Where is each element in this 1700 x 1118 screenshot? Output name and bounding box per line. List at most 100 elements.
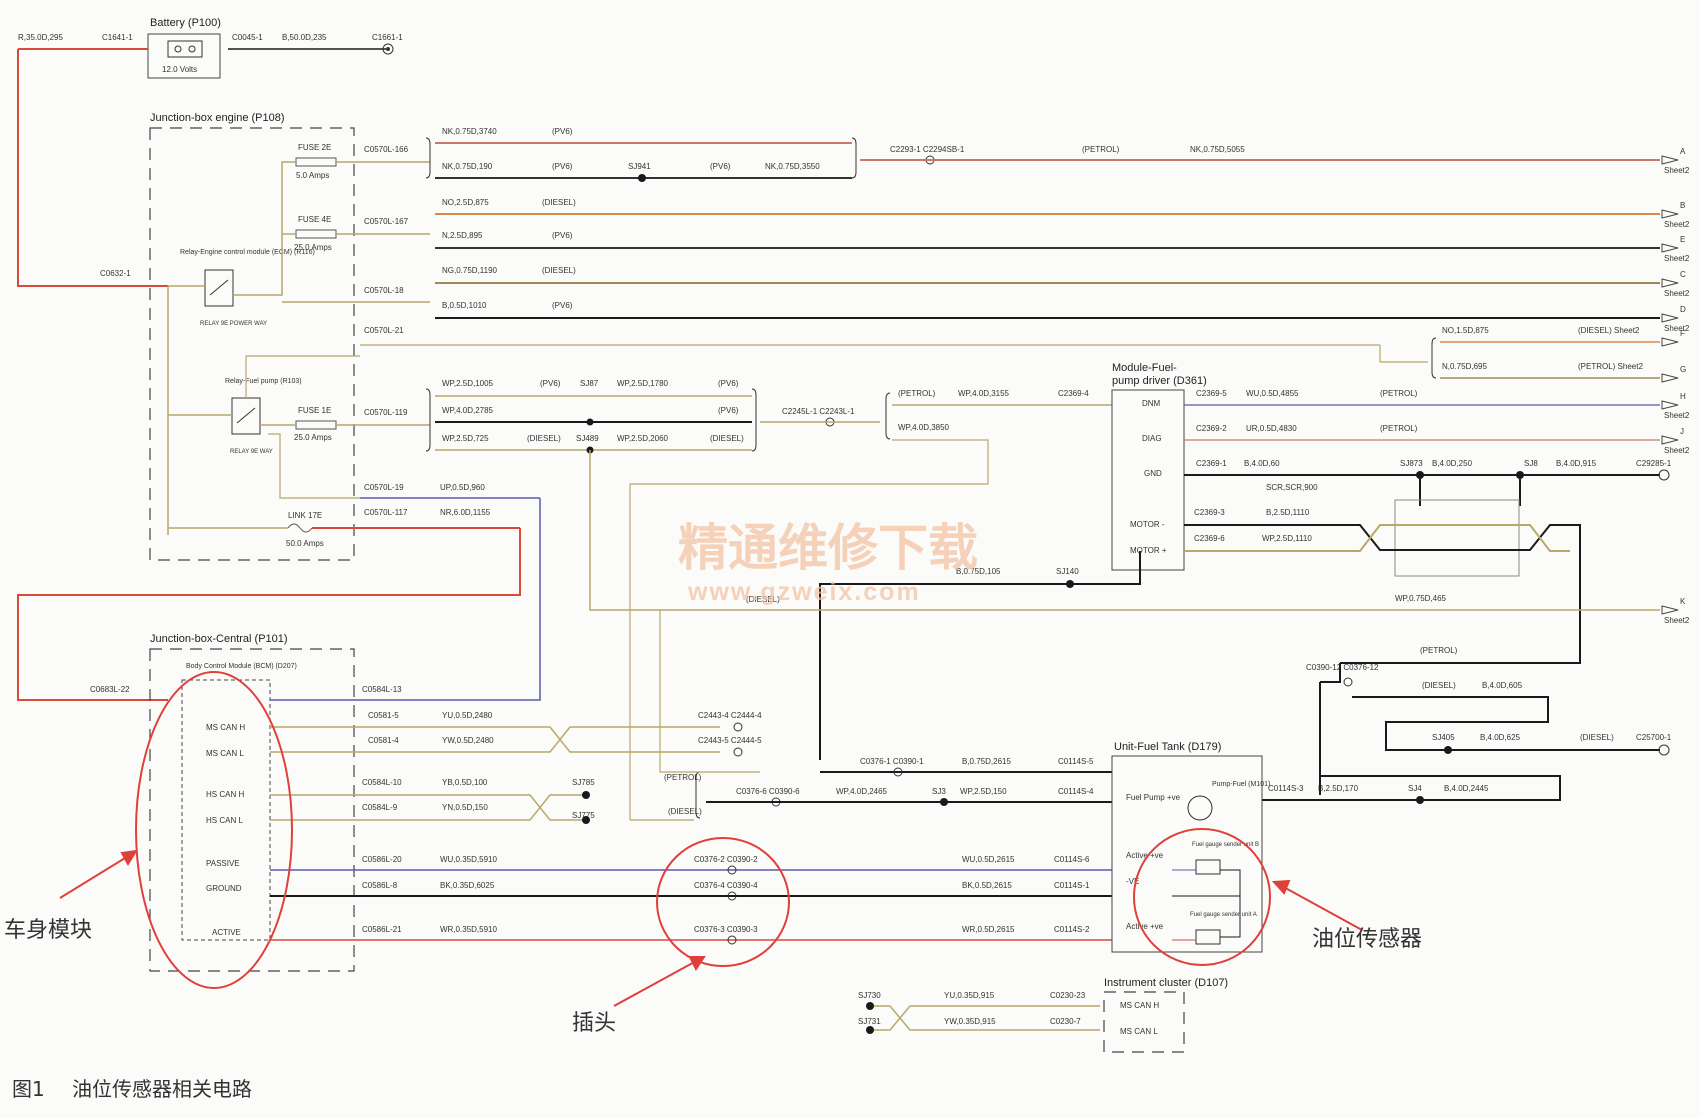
fp-driver-title2: pump driver (D361) <box>1112 375 1207 387</box>
splice-sj489: SJ489 <box>576 434 599 443</box>
tag-petrol: (PETROL) <box>1420 646 1458 655</box>
conn-c2369-4: C2369-4 <box>1058 389 1089 398</box>
pin-diag: DIAG <box>1142 434 1162 443</box>
sheet-label: Sheet2 <box>1664 289 1690 298</box>
highlight-bcm-ellipse <box>135 671 293 989</box>
wire-wp-725: WP,2.5D,725 <box>442 434 489 443</box>
wire-ur-4830: UR,0.5D,4830 <box>1246 424 1297 433</box>
figure-caption: 油位传感器相关电路 <box>72 1077 252 1101</box>
pin-motor-pos: MOTOR + <box>1130 546 1167 555</box>
conn-c0586l-20: C0586L-20 <box>362 855 402 864</box>
wire-wu-5910: WU,0.35D,5910 <box>440 855 497 864</box>
conn-c2369-1: C2369-1 <box>1196 459 1227 468</box>
conn-c2369-5: C2369-5 <box>1196 389 1227 398</box>
highlight-plug-ellipse <box>656 837 790 967</box>
conn-c2443-5: C2443-5 C2444-5 <box>698 736 762 745</box>
central-wires: C0584L-13 C0581-5 YU,0.5D,2480 C2443-4 C… <box>270 685 1112 945</box>
wire-n-695: N,0.75D,695 <box>1442 362 1487 371</box>
battery-wire-left: R,35.0D,295 <box>18 33 63 42</box>
fuse-4e: FUSE 4E <box>298 215 331 224</box>
cluster-box <box>1103 991 1185 1053</box>
relay-ecm-label: Relay-Engine control module (ECM) (R116) <box>180 249 315 256</box>
wire-nk-3550: NK,0.75D,3550 <box>765 162 820 171</box>
splice-sj785: SJ785 <box>572 778 595 787</box>
sheet-letter: C <box>1680 270 1686 279</box>
tag-petrol: (PETROL) <box>1380 424 1418 433</box>
battery-cell-icon <box>167 40 203 58</box>
wire-ng-1190: NG,0.75D,1190 <box>442 266 498 275</box>
wire-scr: SCR,SCR,900 <box>1266 483 1318 492</box>
conn-c0570l-19: C0570L-19 <box>364 483 404 492</box>
engine-output-wires: C0570L-166 C0570L-167 C0570L-18 C0570L-2… <box>17 127 1660 701</box>
sheet-label: Sheet2 <box>1664 446 1690 455</box>
wire-tag: (PV6) <box>552 127 573 136</box>
wire-wu-2615: WU,0.5D,2615 <box>962 855 1015 864</box>
conn-c2443-4: C2443-4 C2444-4 <box>698 711 762 720</box>
wire-wp-1005: WP,2.5D,1005 <box>442 379 494 388</box>
conn-c29285: C29285-1 <box>1636 459 1672 468</box>
sensor-b-label: Fuel gauge sender unit B <box>1192 842 1259 848</box>
sheet-letter: B <box>1680 201 1685 210</box>
conn-c0114s-5: C0114S-5 <box>1058 757 1094 766</box>
label-plug: 插头 <box>572 1011 616 1036</box>
fp-driver-box <box>1111 389 1185 571</box>
wire-tag: (DIESEL) <box>542 198 576 207</box>
conn-c0584l-10: C0584L-10 <box>362 778 402 787</box>
conn-c0390-12: C0390-12 C0376-12 <box>1306 663 1379 672</box>
sensor-a-icon <box>1195 929 1221 945</box>
sheet-arrow-icon <box>1661 373 1679 383</box>
pin-active-a: Active +ve <box>1126 922 1164 931</box>
wire-yu-2480: YU,0.5D,2480 <box>442 711 493 720</box>
sheet-label: Sheet2 <box>1664 411 1690 420</box>
junction-box-engine: Junction-box engine (P108) C0632-1 Relay… <box>100 112 360 561</box>
wire-wu-4855: WU,0.5D,4855 <box>1246 389 1299 398</box>
pin-passive: PASSIVE <box>206 859 240 868</box>
wire-tag: (PV6) <box>718 406 739 415</box>
sheet-letter: F <box>1680 329 1685 338</box>
sheet-arrow-icon <box>1661 605 1679 615</box>
sheet-arrow-icon <box>1661 209 1679 219</box>
conn-c0114s-3: C0114S-3 <box>1268 784 1304 793</box>
conn-c2369-6: C2369-6 <box>1194 534 1225 543</box>
pin-ground: GROUND <box>206 884 242 893</box>
sheet-letter: J <box>1680 427 1684 436</box>
sheet-label: Sheet2 <box>1664 616 1690 625</box>
splice-sj140: SJ140 <box>1056 567 1079 576</box>
label-fuel-sensor: 油位传感器 <box>1312 927 1422 952</box>
conn-c2369-3: C2369-3 <box>1194 508 1225 517</box>
relay-ecm-sub: RELAY 9E POWER WAY <box>200 321 267 327</box>
bcm-box <box>181 679 271 941</box>
sheet-arrow-icon <box>1661 400 1679 410</box>
highlight-sensor-ellipse <box>1133 828 1271 966</box>
splice-sj4: SJ4 <box>1408 784 1422 793</box>
pin-ms-can-l: MS CAN L <box>206 749 244 758</box>
tag-petrol: (PETROL) <box>1380 389 1418 398</box>
wire-no-875: NO,2.5D,875 <box>442 198 489 207</box>
battery-feed-wire <box>17 49 168 287</box>
watermark-cn: 精通维修下载 <box>678 519 978 577</box>
sheet-letter: H <box>1680 392 1686 401</box>
wire-tag: (PV6) <box>552 162 573 171</box>
wire-wp-465: WP,0.75D,465 <box>1395 594 1447 603</box>
right-top-wires: C2293-1 C2294SB-1 (PETROL) NK,0.75D,5055… <box>589 145 1672 820</box>
sheet-letter: K <box>1680 597 1686 606</box>
wire-wr-5910: WR,0.35D,5910 <box>440 925 497 934</box>
conn-c0584l-13: C0584L-13 <box>362 685 402 694</box>
fuse-1e-amps: 25.0 Amps <box>294 433 332 442</box>
conn-c0570l-166: C0570L-166 <box>364 145 409 154</box>
jb-engine-box <box>149 127 355 561</box>
wire-wp-150: WP,2.5D,150 <box>960 787 1007 796</box>
wire-tag: (PV6) <box>718 379 739 388</box>
pin-cluster-can-h: MS CAN H <box>1120 1001 1159 1010</box>
sheet-arrow-icon <box>1661 155 1679 165</box>
conn-c0581-4: C0581-4 <box>368 736 399 745</box>
wire-up-960: UP,0.5D,960 <box>440 483 485 492</box>
ground-icon <box>382 43 394 55</box>
sheet-arrow-icon <box>1661 278 1679 288</box>
wire-wp-3155: WP,4.0D,3155 <box>958 389 1010 398</box>
annotations <box>59 671 1363 1007</box>
conn-c25700: C25700-1 <box>1636 733 1672 742</box>
jb-engine-title: Junction-box engine (P108) <box>150 112 285 124</box>
sheet-arrow-icon <box>1661 313 1679 323</box>
